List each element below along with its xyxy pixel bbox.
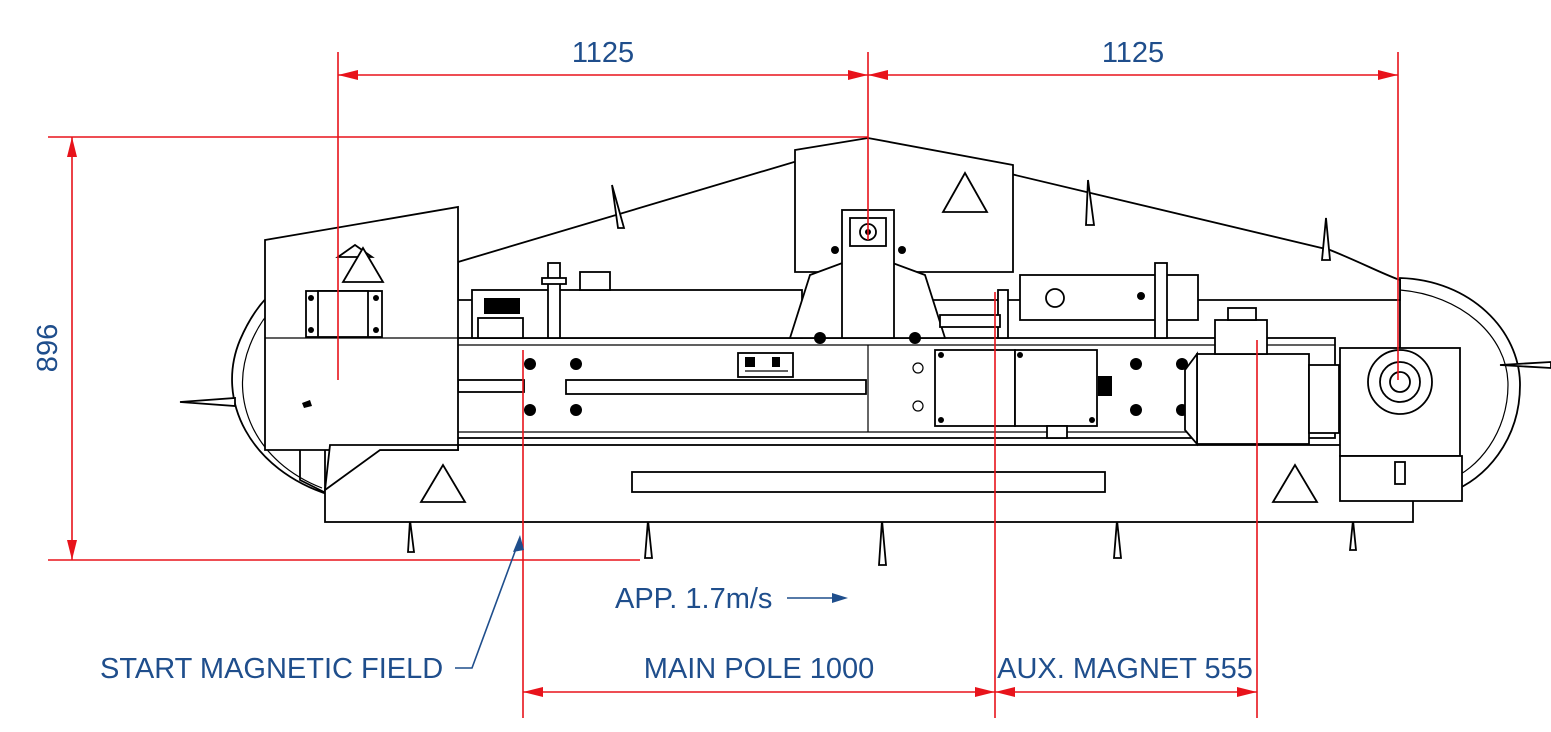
main-pole-label: MAIN POLE 1000 (644, 653, 875, 685)
frame-bolts (524, 358, 1188, 416)
junction-box-left (934, 349, 1016, 427)
dimension-lines (48, 52, 1399, 718)
separator-body (179, 137, 1551, 566)
junction-box-right (1014, 349, 1098, 427)
dim-top-left: 1125 (572, 37, 634, 69)
annotation-leaders (455, 535, 848, 669)
aux-magnet-label: AUX. MAGNET 555 (997, 653, 1253, 685)
warning-triangle-right (1271, 463, 1319, 503)
start-magnetic-field-label: START MAGNETIC FIELD (100, 653, 443, 685)
warning-triangle-left (419, 463, 467, 503)
base-slot (631, 471, 1106, 493)
speed-label: APP. 1.7m/s (615, 583, 772, 615)
motor (1196, 353, 1310, 445)
belt-cleats (179, 179, 1551, 566)
dim-top-right: 1125 (1102, 37, 1164, 69)
dim-height: 896 (32, 324, 64, 372)
